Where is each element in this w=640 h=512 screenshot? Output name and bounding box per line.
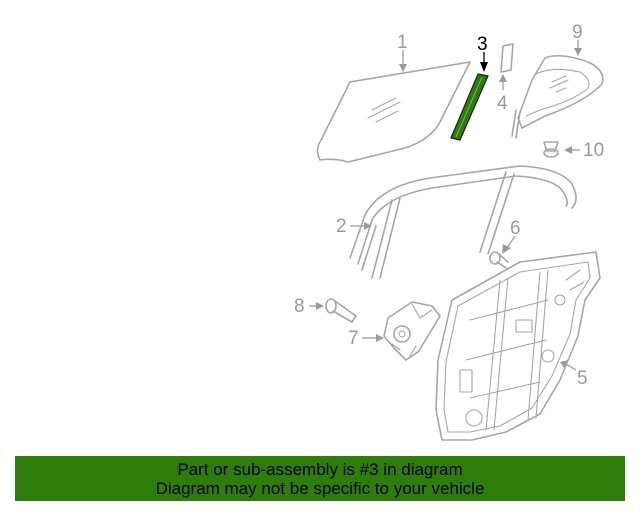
part-7-window-motor[interactable]: [383, 301, 441, 361]
part-9-quarter-glass[interactable]: [511, 54, 604, 139]
info-banner: Part or sub-assembly is #3 in diagram Di…: [15, 456, 625, 501]
callout-9: 9: [572, 22, 583, 43]
callout-1: 1: [397, 32, 408, 53]
banner-line-part: Part or sub-assembly is #3 in diagram: [177, 459, 463, 479]
part-2-door-frame[interactable]: [349, 165, 577, 279]
callout-6: 6: [510, 218, 521, 239]
part-3-glass-run-channel[interactable]: [450, 73, 489, 141]
callout-7: 7: [348, 328, 359, 349]
part-6-bolt[interactable]: [489, 251, 509, 269]
callout-2: 2: [336, 216, 347, 237]
callout-leaders: [309, 40, 582, 371]
callout-10: 10: [583, 140, 604, 161]
banner-line-disclaimer: Diagram may not be specific to your vehi…: [155, 478, 485, 498]
part-10-clip[interactable]: [543, 141, 559, 158]
part-4-trim-piece[interactable]: [500, 43, 514, 73]
callout-4: 4: [497, 93, 508, 114]
part-1-door-glass[interactable]: [316, 61, 471, 163]
callout-8: 8: [294, 296, 305, 317]
part-8-bolt[interactable]: [325, 298, 357, 323]
part-5-regulator-panel[interactable]: [435, 251, 601, 441]
callout-3: 3: [477, 34, 488, 55]
callout-5: 5: [577, 368, 588, 389]
